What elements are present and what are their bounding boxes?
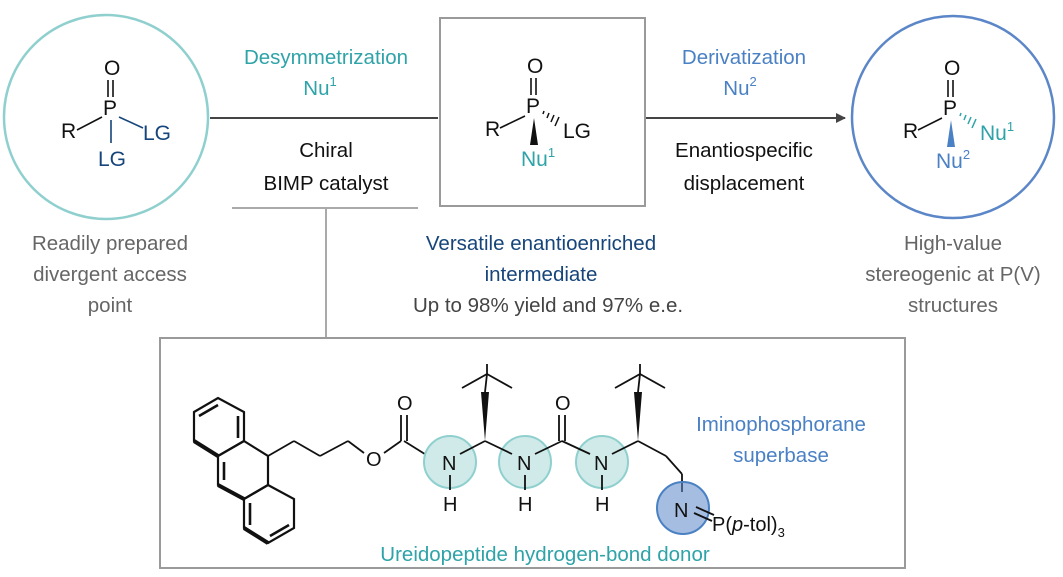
catalyst-carbonyl-oxygen-1: O (397, 393, 413, 415)
start-atom-o: O (104, 57, 120, 80)
intermediate-leaving-group: LG (563, 120, 591, 143)
product-caption: High-value stereogenic at P(V) structure… (865, 232, 1040, 317)
catalyst-nh-1-n: N (442, 453, 456, 475)
step1-catalyst-line-1: Chiral (299, 139, 353, 162)
stereo-wedge-2 (634, 392, 642, 441)
catalyst-nh-2-h: H (518, 494, 532, 516)
superbase-label-line-1: Iminophosphorane (696, 413, 866, 436)
intermediate-title-line-1: Versatile enantioenriched (426, 232, 656, 255)
intermediate-title-line-2: intermediate (485, 263, 598, 286)
start-caption: Readily prepared divergent access point (32, 232, 188, 317)
product-atom-p: P (943, 97, 957, 120)
step1-nucleophile: Nu1 (303, 74, 336, 100)
superbase-label-line-2: superbase (733, 444, 829, 467)
start-atom-r: R (61, 120, 76, 143)
catalyst-phosphorane-group: P(p-tol)3 (712, 514, 785, 540)
product-atom-o: O (944, 57, 960, 80)
product-circle (850, 14, 1056, 220)
step1-catalyst-line-2: BIMP catalyst (264, 172, 389, 195)
step2-nucleophile: Nu2 (723, 74, 756, 100)
catalyst-ester-oxygen: O (366, 449, 382, 471)
catalyst-imine-n: N (674, 500, 688, 522)
product-nucleophile-2: Nu2 (936, 147, 970, 173)
catalyst-nh-2-n: N (517, 453, 531, 475)
catalyst-box (159, 337, 906, 569)
catalyst-nh-1-h: H (443, 494, 457, 516)
start-leaving-group-2: LG (98, 148, 126, 171)
start-caption-line-3: point (88, 294, 133, 317)
product-atom-r: R (903, 120, 918, 143)
intermediate-nucleophile: Nu1 (521, 145, 555, 171)
catalyst-structure: O O N H N H O N (192, 364, 785, 545)
intermediate-yield-note: Up to 98% yield and 97% e.e. (413, 294, 683, 317)
intermediate-atom-r: R (485, 118, 500, 141)
catalyst-nh-3-n: N (594, 453, 608, 475)
product-molecule: O P R Nu1 Nu2 (903, 57, 1014, 173)
intermediate-molecule: O P R LG Nu1 (485, 55, 591, 171)
start-caption-line-2: divergent access (33, 263, 187, 286)
catalyst-nh-3-h: H (595, 494, 609, 516)
step2-description-line-2: displacement (684, 172, 805, 195)
product-caption-line-1: High-value (904, 232, 1002, 255)
start-caption-line-1: Readily prepared (32, 232, 188, 255)
intermediate-atom-p: P (526, 95, 540, 118)
start-circle (2, 13, 210, 221)
step2-reagent: Derivatization (682, 46, 806, 69)
step1-reagent: Desymmetrization (244, 46, 408, 69)
intermediate-atom-o: O (527, 55, 543, 78)
catalyst-carbonyl-oxygen-2: O (555, 393, 571, 415)
start-leaving-group-1: LG (143, 122, 171, 145)
step2-description-line-1: Enantiospecific (675, 139, 813, 162)
start-atom-p: P (103, 97, 117, 120)
start-molecule: O P R LG LG (61, 57, 171, 171)
product-caption-line-3: structures (908, 294, 998, 317)
stereo-wedge-1 (481, 392, 489, 441)
product-nucleophile-1: Nu1 (980, 119, 1014, 145)
donor-label: Ureidopeptide hydrogen-bond donor (380, 543, 710, 566)
product-caption-line-2: stereogenic at P(V) (865, 263, 1040, 286)
intermediate-box (439, 17, 646, 207)
anthracene-ring (192, 396, 296, 545)
iminophosphorane-highlight (656, 481, 710, 535)
